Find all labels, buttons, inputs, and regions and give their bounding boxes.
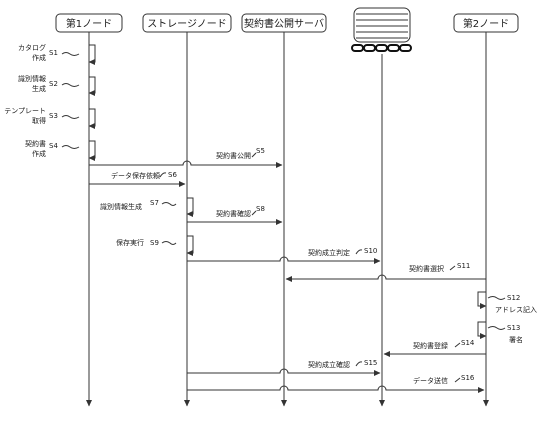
self-action-s7: 識別情報生成 S7 [100, 197, 194, 217]
message-label: 契約成立確認 [308, 360, 350, 369]
step-label: S13 [507, 324, 520, 332]
self-action-s3: テンプレート 取得 S3 [4, 107, 96, 129]
participant-label: 契約書公開サーバ [244, 17, 324, 30]
action-label: 契約書 [25, 139, 46, 148]
blockchain-database-icon [351, 7, 412, 52]
message-s11: 契約書選択 S11 [285, 262, 486, 282]
chain-links [351, 44, 412, 52]
action-label: 取得 [32, 116, 46, 125]
participant-node1: 第1ノード [55, 13, 123, 33]
self-action-s4: 契約書 作成 S4 [25, 139, 96, 161]
step-label: S15 [364, 359, 377, 367]
message-label: データ送信 [413, 376, 448, 385]
step-label: S1 [49, 49, 58, 57]
action-label: テンプレート [4, 107, 46, 115]
participant-storage: ストレージノード [142, 13, 232, 33]
participant-server: 契約書公開サーバ [241, 13, 327, 33]
self-action-s12: S12 アドレス記入 [477, 291, 537, 314]
step-label: S14 [461, 339, 475, 347]
action-label: 生成 [32, 84, 46, 93]
self-action-s9: 保存実行 S9 [116, 235, 194, 256]
step-label: S9 [150, 239, 159, 247]
action-label: 作成 [32, 53, 46, 62]
participant-label: 第1ノード [66, 17, 112, 30]
message-label: 契約成立判定 [308, 248, 350, 257]
message-s10: 契約成立判定 S10 [187, 247, 381, 264]
step-label: S5 [256, 147, 265, 155]
step-label: S10 [364, 247, 377, 255]
self-action-s2: 識別情報 生成 S2 [18, 74, 96, 96]
action-label: 保存実行 [116, 238, 144, 247]
action-label: アドレス記入 [495, 305, 537, 314]
action-label: 識別情報 [18, 74, 46, 83]
message-label: データ保存依頼 [111, 171, 160, 180]
message-label: 契約書公開 [216, 151, 251, 160]
step-label: S2 [49, 80, 58, 88]
action-label: 作成 [32, 149, 46, 158]
action-label: 識別情報生成 [100, 202, 142, 211]
self-action-s1: カタログ 作成 S1 [18, 43, 96, 65]
participant-label: ストレージノード [147, 19, 227, 30]
message-s8: 契約書確認 S8 [187, 205, 283, 225]
participant-node2: 第2ノード [453, 13, 519, 33]
self-action-s13: S13 署名 [477, 321, 523, 344]
message-s5: 契約書公開 S5 [89, 147, 283, 168]
step-label: S6 [168, 171, 177, 179]
message-label: 契約書選択 [409, 264, 444, 273]
step-label: S3 [49, 112, 58, 120]
step-label: S7 [150, 199, 159, 207]
step-label: S8 [256, 205, 265, 213]
message-s16: データ送信 S16 [187, 374, 485, 393]
step-label: S4 [49, 142, 58, 150]
action-label: カタログ [18, 43, 46, 52]
message-s15: 契約成立確認 S15 [187, 359, 381, 376]
step-label: S12 [507, 294, 520, 302]
participant-label: 第2ノード [463, 17, 509, 30]
step-label: S11 [457, 262, 470, 270]
action-label: 署名 [509, 335, 523, 344]
step-label: S16 [461, 374, 475, 382]
message-label: 契約書登録 [413, 341, 448, 350]
message-label: 契約書確認 [216, 209, 251, 218]
message-s6: データ保存依頼 S6 [89, 171, 186, 187]
message-s14: 契約書登録 S14 [383, 339, 486, 357]
